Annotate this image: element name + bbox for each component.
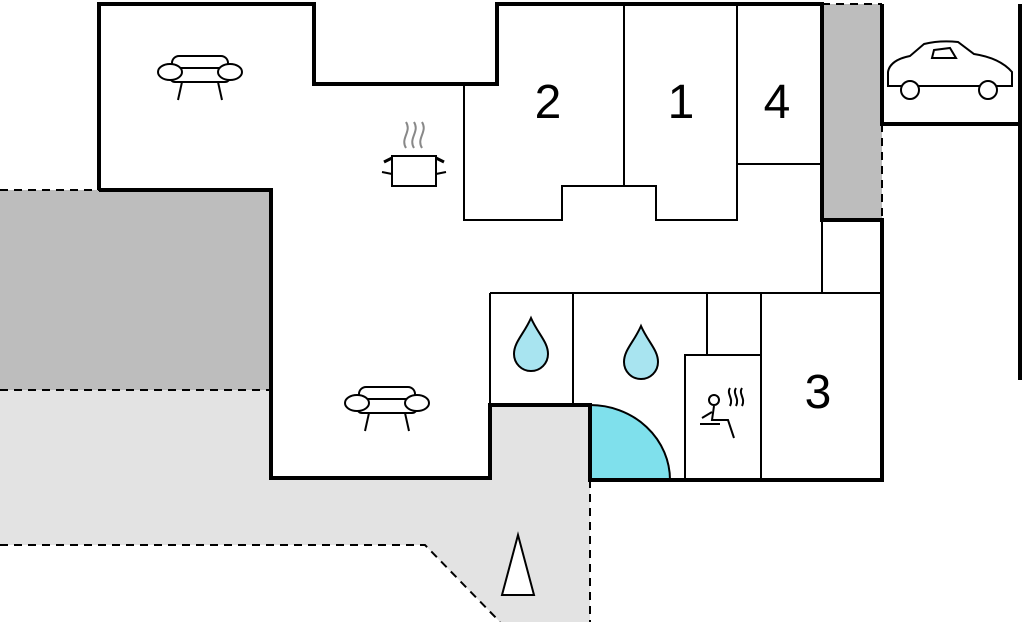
water-drop-icon [622,323,660,380]
room-label-1: 1 [668,76,695,129]
room-label-3: 3 [805,366,832,419]
corridor-dark-area [822,4,882,220]
room-label-2: 2 [535,76,562,129]
room-label-4: 4 [764,76,791,129]
terrace-light-area [0,390,590,622]
exterior-walls [97,2,1022,482]
sofa-icon [157,55,243,101]
terrace-dark-area [0,190,271,390]
water-drop-icon [512,315,550,372]
cooking-pot-icon [381,121,447,187]
pool-area [589,403,672,481]
north-arrow-icon [500,531,536,596]
sauna-icon [700,387,745,439]
interior-walls [463,4,882,481]
sofa-icon [344,386,430,432]
car-icon [887,40,1013,100]
